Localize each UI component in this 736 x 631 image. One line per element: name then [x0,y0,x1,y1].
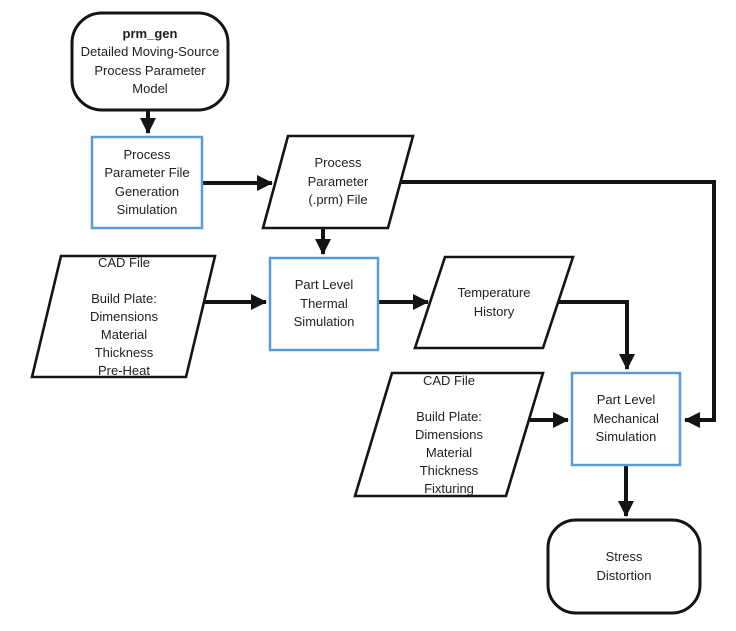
node-part-level-thermal-simulation-box [268,256,380,352]
node-cad-file-thermal-parallelogram [30,254,217,379]
node-process-parameter-file-generation-box [90,135,204,230]
node-cad-file-mechanical-parallelogram [353,371,545,498]
node-part-level-mechanical-simulation-box [570,371,682,467]
node-stress-distortion-terminator [546,518,702,615]
node-temperature-history-parallelogram [413,255,575,350]
edge-temphistory-to-mechanical [558,300,635,370]
node-prm-gen-terminator [70,11,230,112]
edge-prmfile-to-mechanical [399,180,716,428]
node-process-parameter-prm-file-parallelogram [261,134,415,230]
